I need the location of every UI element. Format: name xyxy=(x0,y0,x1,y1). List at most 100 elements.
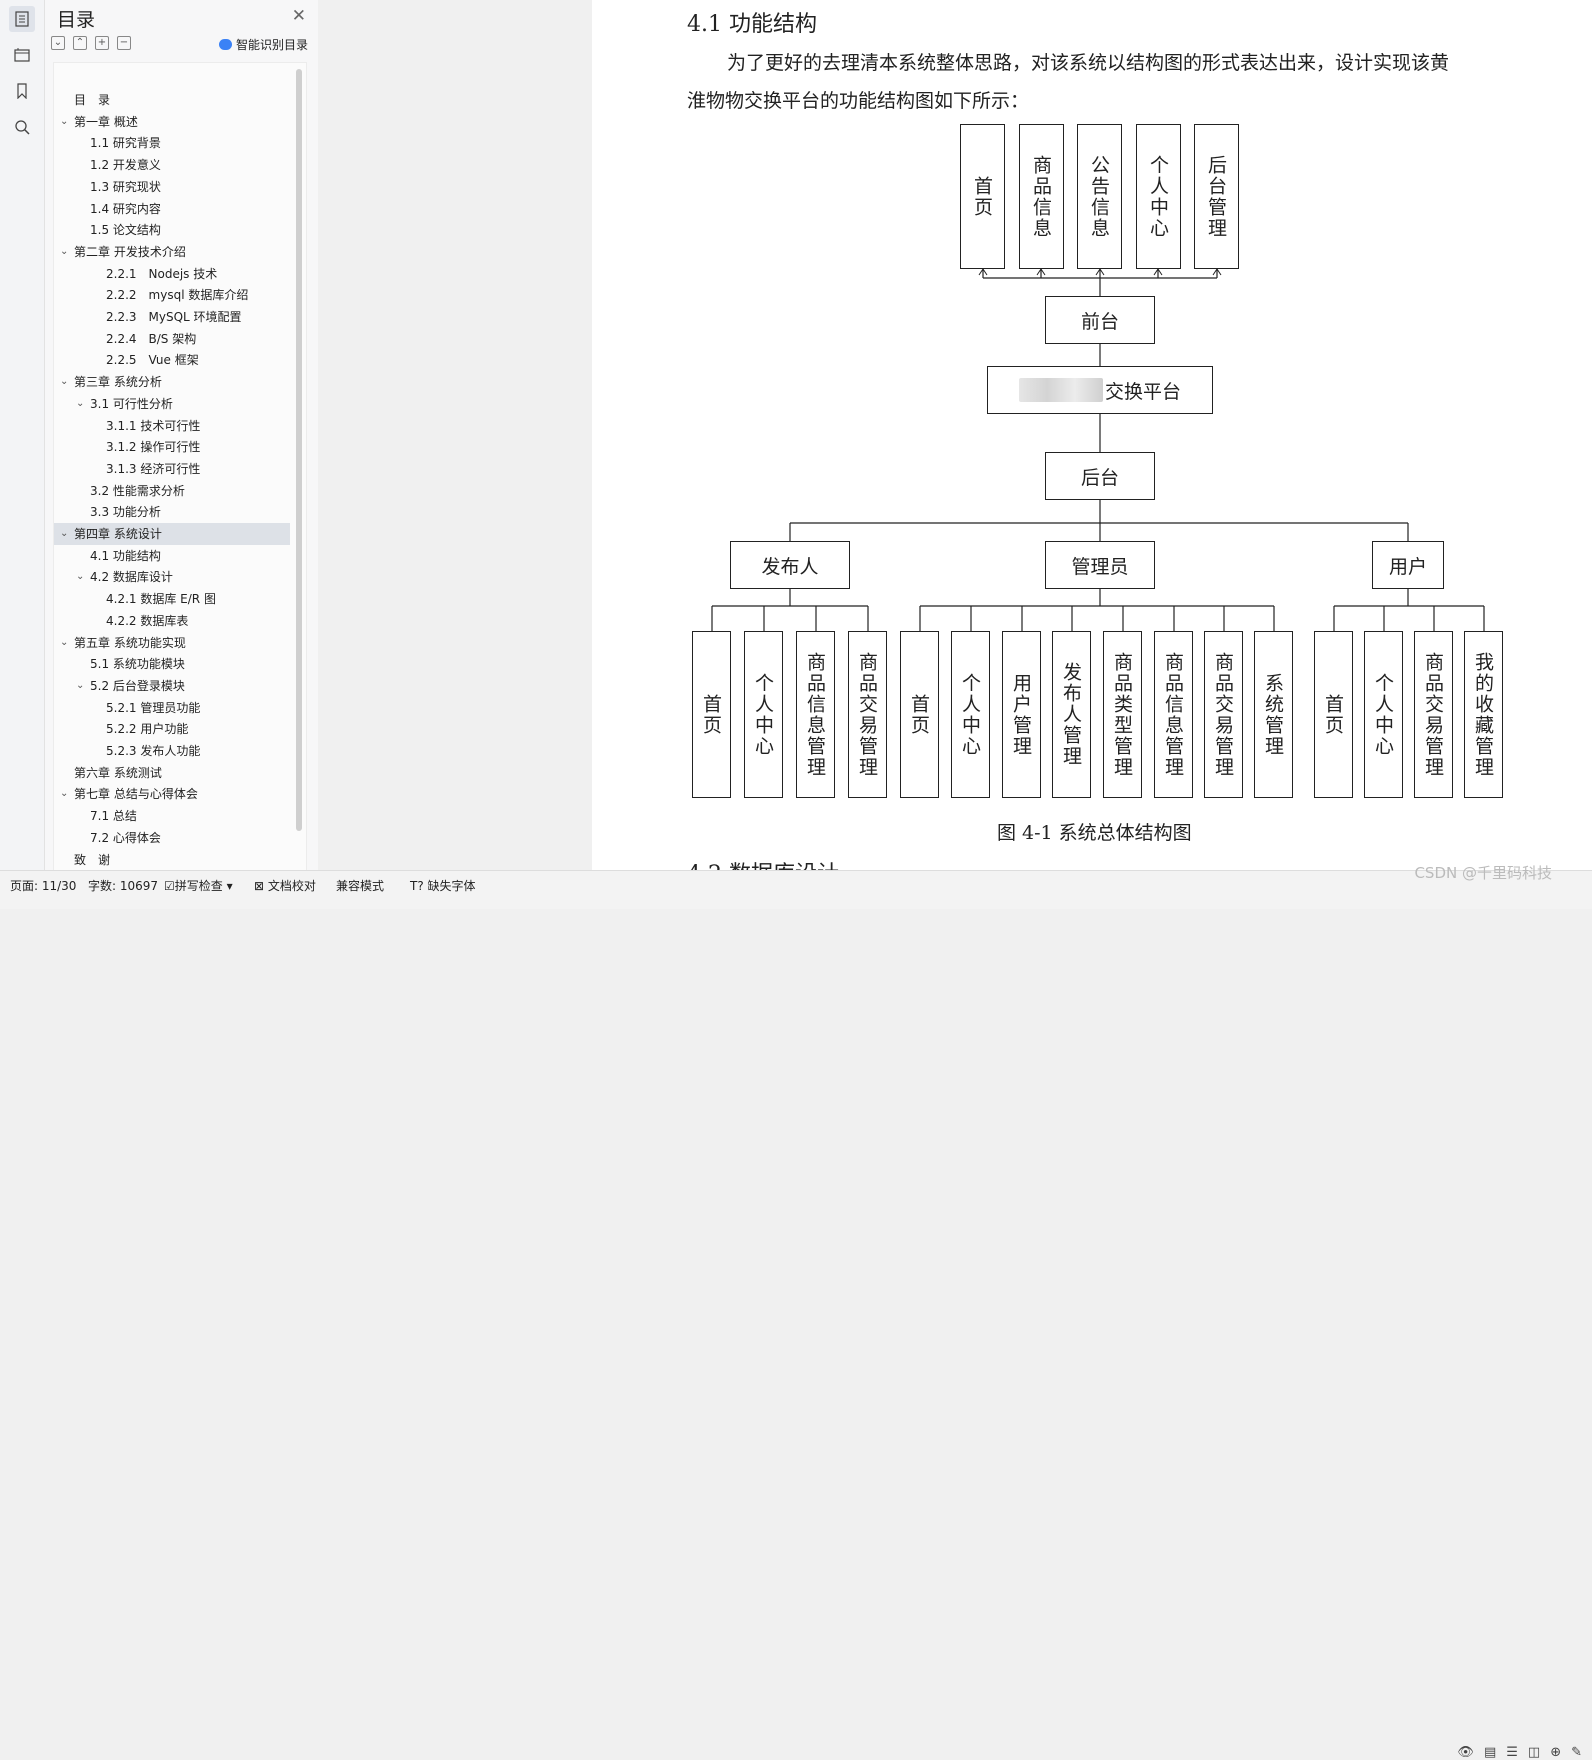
missing-font-button[interactable]: T? 缺失字体 xyxy=(410,879,476,893)
toc-item-label: 第六章 系统测试 xyxy=(74,765,162,780)
role-publisher: 发布人 xyxy=(730,541,850,589)
toc-item[interactable]: ⌄4.2 数据库设计 xyxy=(54,566,290,588)
ai-icon xyxy=(218,39,232,50)
smart-toc-label: 智能识别目录 xyxy=(235,38,308,52)
chevron-down-icon[interactable]: ⌄ xyxy=(76,571,85,583)
spell-check-button[interactable]: ☑拼写检查 ▾ xyxy=(164,879,233,893)
eye-icon[interactable]: 👁 xyxy=(1457,1745,1474,1760)
toc-item-label: 3.1.1 技术可行性 xyxy=(106,418,201,433)
smart-toc-button[interactable]: 智能识别目录 xyxy=(218,36,308,53)
toc-item[interactable]: ⌄第三章 系统分析 xyxy=(54,371,290,393)
search-icon[interactable] xyxy=(9,114,35,140)
chevron-down-icon[interactable]: ⌄ xyxy=(60,245,69,257)
publisher-module-trade: 商品交易管理 xyxy=(848,631,887,798)
expand-all-icon[interactable]: ⌄ xyxy=(51,36,65,50)
view-tools: 👁 ▤ ☰ ◫ ⊕ ✎ xyxy=(1457,1745,1582,1760)
page-indicator[interactable]: 页面: 11/30 xyxy=(10,879,77,893)
toc-item[interactable]: 5.2.2 用户功能 xyxy=(54,718,290,740)
toc-item[interactable]: ⌄5.2 后台登录模块 xyxy=(54,675,290,697)
front-module-home: 首页 xyxy=(960,124,1005,269)
chevron-down-icon[interactable]: ⌄ xyxy=(60,528,69,539)
paragraph-line-2: 淮物物交换平台的功能结构图如下所示： xyxy=(687,90,1030,112)
toc-item-label: 5.1 系统功能模块 xyxy=(90,657,185,672)
toc-item-label: 7.2 心得体会 xyxy=(90,830,161,845)
toc-item[interactable]: 1.1 研究背景 xyxy=(54,132,290,154)
pen-icon[interactable]: ✎ xyxy=(1571,1745,1582,1760)
toc-item[interactable]: 3.2 性能需求分析 xyxy=(54,480,290,502)
toc-item-label: 3.1.2 操作可行性 xyxy=(106,440,201,455)
word-count[interactable]: 字数: 10697 xyxy=(88,879,159,893)
toc-item-label: 7.1 总结 xyxy=(90,809,137,824)
compat-mode-label[interactable]: 兼容模式 xyxy=(336,879,385,893)
toc-item[interactable]: 目 录 xyxy=(54,89,290,111)
chevron-down-icon[interactable]: ⌄ xyxy=(60,788,69,800)
toc-item[interactable]: 7.1 总结 xyxy=(54,805,290,827)
outline-view-icon[interactable]: ☰ xyxy=(1506,1745,1518,1760)
toc-item[interactable]: 2.2.2 mysql 数据库介绍 xyxy=(54,284,290,306)
toc-item[interactable]: 3.1.3 经济可行性 xyxy=(54,458,290,480)
toc-item-label: 4.1 功能结构 xyxy=(90,548,161,563)
toc-item[interactable]: 7.2 心得体会 xyxy=(54,827,290,849)
toc-item[interactable]: 致 谢 xyxy=(54,849,290,871)
front-module-personal: 个人中心 xyxy=(1136,124,1181,269)
toc-item[interactable]: 3.3 功能分析 xyxy=(54,501,290,523)
toc-item-label: 1.4 研究内容 xyxy=(90,201,161,216)
user-module-favorites: 我的收藏管理 xyxy=(1464,631,1503,798)
close-icon[interactable]: ✕ xyxy=(291,6,306,26)
front-node: 前台 xyxy=(1045,296,1155,344)
toc-item-label: 第七章 总结与心得体会 xyxy=(74,787,198,802)
toc-scrollbar[interactable] xyxy=(296,69,302,831)
publisher-module-goods-info: 商品信息管理 xyxy=(796,631,835,798)
chevron-down-icon[interactable]: ⌄ xyxy=(76,397,85,409)
toc-item[interactable]: 4.2.1 数据库 E/R 图 xyxy=(54,588,290,610)
publisher-module-personal: 个人中心 xyxy=(744,631,783,798)
chevron-down-icon[interactable]: ⌄ xyxy=(60,636,69,648)
toc-item[interactable]: ⌄ 第七章 总结与心得体会 xyxy=(54,783,290,805)
toc-item[interactable]: 5.1 系统功能模块 xyxy=(54,653,290,675)
toc-item[interactable]: ⌄第二章 开发技术介绍 xyxy=(54,241,290,263)
toc-item[interactable]: 1.2 开发意义 xyxy=(54,154,290,176)
toc-item[interactable]: 1.4 研究内容 xyxy=(54,198,290,220)
toc-item[interactable]: ⌄第一章 概述 xyxy=(54,111,290,133)
add-heading-icon[interactable]: + xyxy=(95,36,109,50)
proofread-icon: ⊠ xyxy=(254,879,268,893)
left-tool-rail xyxy=(0,0,45,878)
workspace-gap xyxy=(318,0,592,878)
web-view-icon[interactable]: ⊕ xyxy=(1550,1745,1562,1760)
toc-item[interactable]: 2.2.4 B/S 架构 xyxy=(54,328,290,350)
toc-item-label: 第五章 系统功能实现 xyxy=(74,635,186,650)
toc-item-label: 1.2 开发意义 xyxy=(90,158,161,173)
toc-item-label: 1.3 研究现状 xyxy=(90,179,161,194)
structure-icon[interactable] xyxy=(9,42,35,68)
collapse-all-icon[interactable]: ⌃ xyxy=(73,36,87,50)
role-admin: 管理员 xyxy=(1045,541,1155,589)
chevron-down-icon[interactable]: ⌄ xyxy=(76,679,85,691)
toc-item[interactable]: 3.1.2 操作可行性 xyxy=(54,436,290,458)
chevron-down-icon[interactable]: ⌄ xyxy=(60,115,69,127)
toc-item[interactable]: 5.2.1 管理员功能 xyxy=(54,697,290,719)
toc-item[interactable]: 1.5 论文结构 xyxy=(54,219,290,241)
toc-item[interactable]: 5.2.3 发布人功能 xyxy=(54,740,290,762)
toc-icon[interactable] xyxy=(9,6,35,32)
page-view-icon[interactable]: ▤ xyxy=(1483,1745,1497,1760)
toc-item[interactable]: 4.1 功能结构 xyxy=(54,545,290,567)
toc-item[interactable]: 第六章 系统测试 xyxy=(54,762,290,784)
toc-item[interactable]: 4.2.2 数据库表 xyxy=(54,610,290,632)
bookmark-icon[interactable] xyxy=(9,78,35,104)
chevron-down-icon[interactable]: ⌄ xyxy=(60,376,69,388)
remove-heading-icon[interactable]: − xyxy=(117,36,131,50)
toc-item[interactable]: 2.2.3 MySQL 环境配置 xyxy=(54,306,290,328)
front-module-notice: 公告信息 xyxy=(1077,124,1122,269)
columns-view-icon[interactable]: ◫ xyxy=(1527,1745,1541,1760)
toc-item[interactable]: ⌄ 第五章 系统功能实现 xyxy=(54,632,290,654)
toc-item[interactable]: ⌄第四章 系统设计 xyxy=(54,523,290,545)
toc-item[interactable]: 2.2.5 Vue 框架 xyxy=(54,349,290,371)
toc-item[interactable]: ⌄3.1 可行性分析 xyxy=(54,393,290,415)
status-bar: 页面: 11/30 字数: 10697 ☑拼写检查 ▾ ⊠ 文档校对 兼容模式 … xyxy=(0,870,1592,1760)
toc-item-label: 致 谢 xyxy=(74,852,111,867)
proofread-button[interactable]: ⊠ 文档校对 xyxy=(254,879,316,893)
toc-item[interactable]: 2.2.1 Nodejs 技术 xyxy=(54,263,290,285)
toc-item[interactable]: 1.3 研究现状 xyxy=(54,176,290,198)
toc-item[interactable]: 3.1.1 技术可行性 xyxy=(54,415,290,437)
user-module-personal: 个人中心 xyxy=(1364,631,1403,798)
